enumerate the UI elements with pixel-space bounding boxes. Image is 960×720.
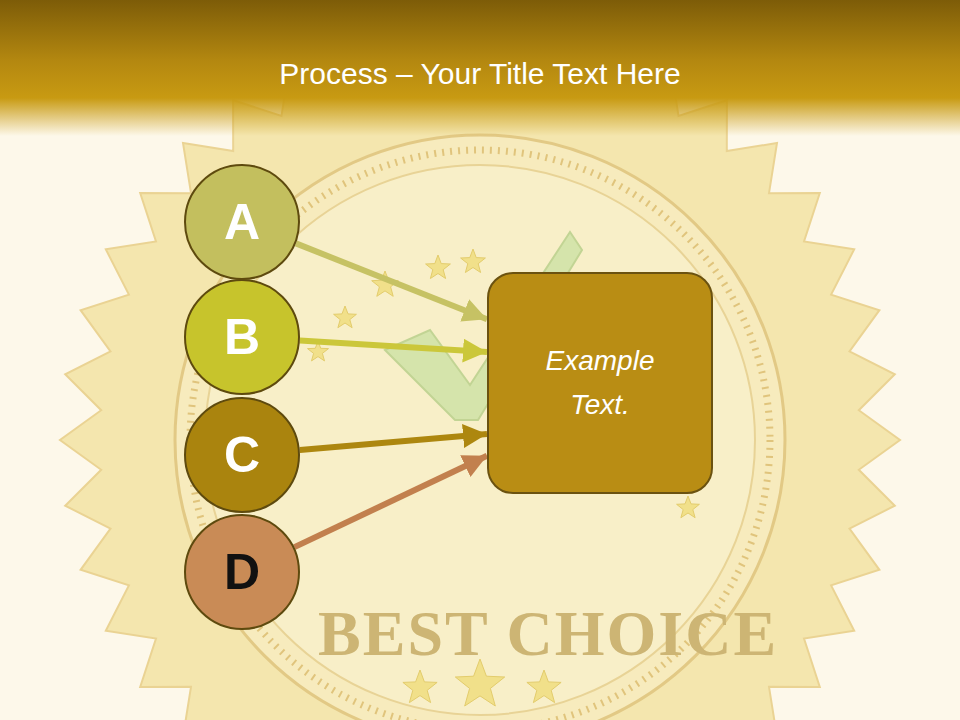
star [461, 249, 486, 273]
text-stack: Example Text. [523, 339, 677, 427]
star [677, 496, 700, 518]
box-text: Example Text. [523, 339, 677, 427]
text-stack: D [224, 544, 260, 600]
seal-ring [175, 135, 785, 720]
slide-title: Process – Your Title Text Here [0, 56, 960, 92]
arrow-connector [300, 341, 487, 353]
text-stack: C [224, 427, 260, 483]
circle-letter: C [224, 427, 260, 483]
circle-letter: B [224, 309, 260, 365]
circle-letter: D [224, 544, 260, 600]
text-box: Example Text. [487, 272, 713, 494]
arrow-connector [294, 456, 487, 547]
letter-circle: C [184, 397, 300, 513]
circle-letter: A [224, 194, 260, 250]
letter-circle: A [184, 164, 300, 280]
star [334, 306, 357, 328]
watermark-text: BEST CHOICE [318, 598, 778, 670]
star [527, 670, 561, 703]
letter-circle: D [184, 514, 300, 630]
arrow-connector [296, 243, 487, 319]
star [403, 670, 437, 703]
arrow-connector [300, 434, 487, 450]
text-stack: A [224, 194, 260, 250]
star [426, 255, 451, 279]
letter-circle: B [184, 279, 300, 395]
text-stack: B [224, 309, 260, 365]
